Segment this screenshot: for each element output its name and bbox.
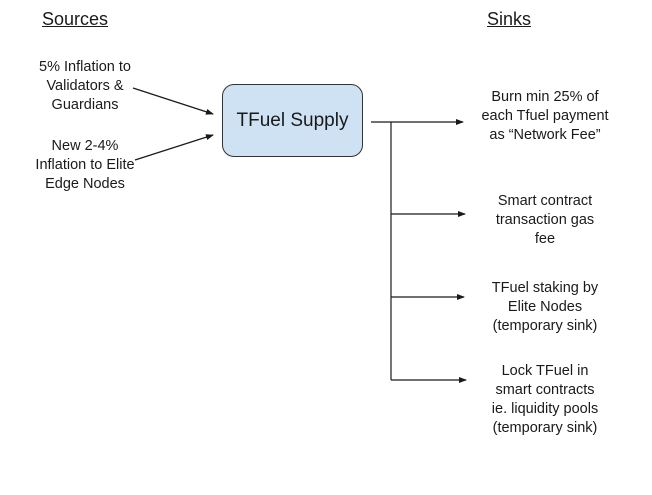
source-elite-edge-nodes: New 2-4% Inflation to Elite Edge Nodes [20, 137, 150, 194]
label-line: transaction gas [495, 212, 595, 228]
label-line: Lock TFuel in [501, 363, 589, 379]
label-line: TFuel staking by [491, 280, 599, 296]
label-line: Inflation to Elite [35, 157, 135, 173]
label-line: (temporary sink) [492, 420, 598, 436]
label-line: Smart contract [497, 193, 593, 209]
edge-source-validators [132, 87, 214, 115]
label-line: Burn min 25% of [491, 89, 599, 105]
tfuel-supply-label: TFuel Supply [236, 109, 349, 131]
label-line: smart contracts [495, 382, 595, 398]
sink-elite-staking: TFuel staking by Elite Nodes (temporary … [465, 279, 625, 336]
label-line: Edge Nodes [45, 176, 125, 192]
sink-lock-liquidity: Lock TFuel in smart contracts ie. liquid… [465, 362, 625, 438]
sources-heading: Sources [42, 9, 109, 29]
label-line: Validators & [46, 78, 124, 94]
label-line: as “Network Fee” [489, 127, 601, 143]
edge-source-elite-edge [134, 134, 214, 161]
label-line: fee [534, 231, 556, 247]
label-line: Elite Nodes [507, 299, 583, 315]
source-validators-guardians: 5% Inflation to Validators & Guardians [20, 58, 150, 115]
label-line: ie. liquidity pools [491, 401, 599, 417]
sink-gas-fee: Smart contract transaction gas fee [465, 192, 625, 249]
tfuel-supply-node: TFuel Supply [222, 84, 363, 157]
sinks-heading: Sinks [487, 9, 532, 29]
sink-burn-network-fee: Burn min 25% of each Tfuel payment as “N… [465, 88, 625, 145]
label-line: Guardians [51, 97, 119, 113]
label-line: New 2-4% [51, 138, 119, 154]
label-line: 5% Inflation to [39, 59, 131, 75]
label-line: (temporary sink) [492, 318, 598, 334]
label-line: each Tfuel payment [481, 108, 609, 124]
